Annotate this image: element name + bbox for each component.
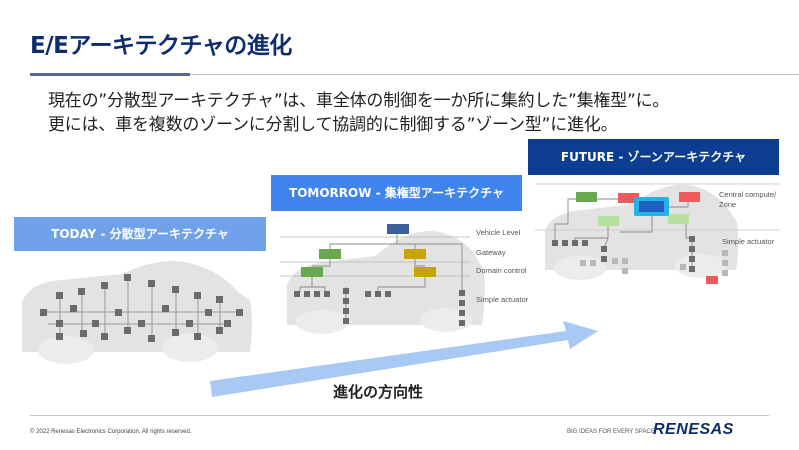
tomorrow-gateway-2 [404, 249, 426, 259]
tomorrow-gateway-1 [319, 249, 341, 259]
stage-label-future: FUTURE - ゾーンアーキテクチャ [528, 139, 779, 175]
lead-text-line-2: 更には、車を複数のゾーンに分割して協調的に制御する”ゾーン型”に進化。 [48, 115, 618, 135]
copyright-text: © 2022 Renesas Electronics Corporation. … [30, 429, 192, 435]
stage-label-today: TODAY - 分散型アーキテクチャ [14, 217, 266, 251]
legend-simple-actuator: Simple actuator [476, 295, 529, 304]
future-zone-red-3 [706, 276, 718, 284]
tomorrow-actuators [294, 288, 465, 326]
legend-domain-control: Domain control [476, 266, 527, 275]
future-zone-green-1 [576, 192, 597, 202]
future-actuators-dark [552, 236, 695, 272]
title-underline [30, 73, 190, 76]
future-zone-red-2 [679, 192, 700, 202]
tomorrow-domain-1 [301, 267, 323, 277]
brand-tagline: BIG IDEAS FOR EVERY SPACE [567, 429, 655, 435]
lead-text-line-1: 現在の”分散型アーキテクチャ”は、車全体の制御を一か所に集約した”集権型”に。 [48, 91, 670, 111]
stage-label-tomorrow: TOMORROW - 集権型アーキテクチャ [271, 175, 522, 211]
future-zone-green-3 [668, 214, 689, 224]
legend-gateway: Gateway [476, 248, 506, 257]
tomorrow-car [287, 231, 485, 334]
future-zone-green-2 [598, 216, 619, 226]
today-car [22, 261, 252, 364]
evolution-caption: 進化の方向性 [333, 383, 424, 401]
tomorrow-vehicle-level [387, 224, 409, 234]
future-central-compute [639, 201, 664, 212]
legend-future-simple-actuator: Simple actuator [722, 237, 775, 246]
evolution-arrow [210, 321, 598, 397]
tomorrow-domain-2 [414, 267, 436, 277]
slide-title: E/Eアーキテクチャの進化 [30, 33, 292, 59]
legend-vehicle-level: Vehicle Level [476, 228, 521, 237]
footer-divider [30, 415, 769, 416]
title-divider [190, 74, 799, 75]
today-ecus [40, 274, 243, 342]
legend-central-compute: Central compute/ [719, 190, 777, 199]
legend-zone: Zone [719, 200, 737, 209]
brand-logo: RENESAS [653, 421, 734, 438]
future-zone-red-1 [618, 193, 639, 203]
future-actuators-light [580, 250, 728, 276]
